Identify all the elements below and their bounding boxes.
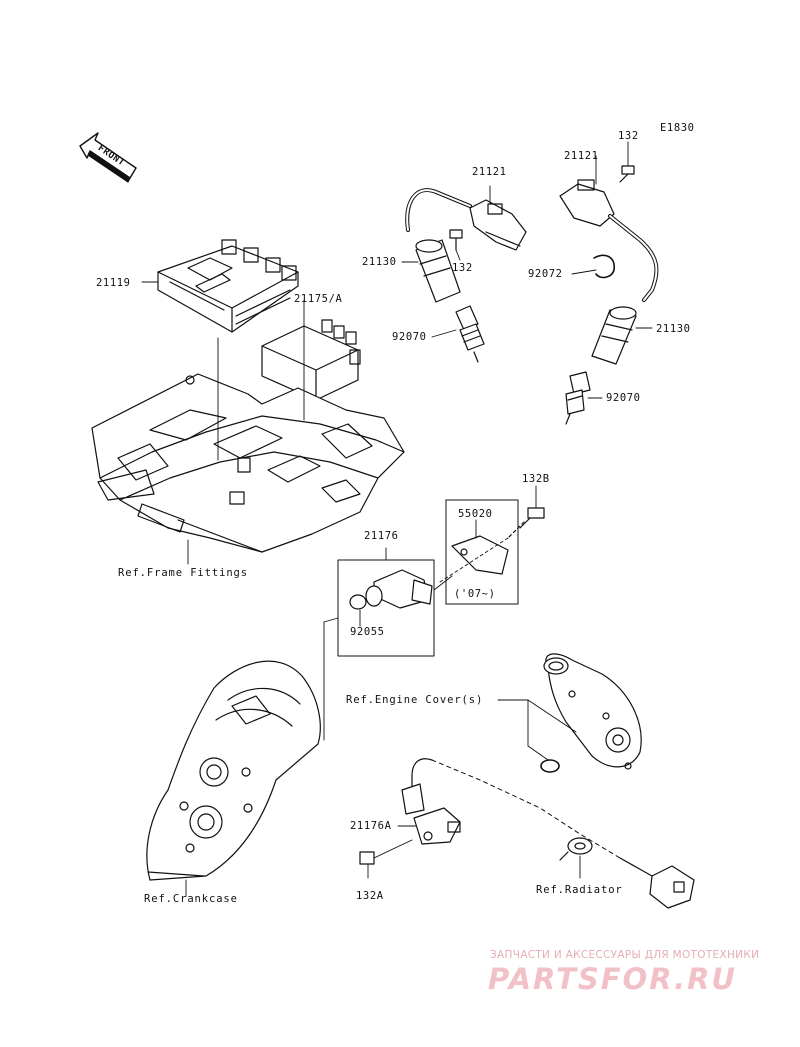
part-92070-right-label: 92070 — [606, 392, 641, 404]
electrical-tray-frame — [91, 373, 405, 553]
front-direction-arrow — [79, 132, 137, 183]
ignition-coil-left — [405, 188, 527, 251]
spark-plug-92070-right — [565, 371, 591, 425]
part-132b-label: 132B — [522, 473, 550, 485]
part-132-mid-label: 132 — [452, 262, 473, 274]
engine-cover — [497, 653, 642, 773]
ref-crankcase-label: Ref.Crankcase — [144, 893, 238, 905]
spark-plug-92070-left — [455, 305, 485, 363]
bolt-132b — [507, 485, 545, 539]
ref-engine-cover-label: Ref.Engine Cover(s) — [346, 694, 484, 706]
part-21176-label: 21176 — [364, 530, 399, 542]
watermark-brand: PARTSFOR.RU — [488, 962, 737, 996]
part-92070-left-label: 92070 — [392, 331, 427, 343]
sensor-21176a — [397, 758, 621, 859]
bolt-132-mid — [449, 229, 463, 251]
part-92055-label: 92055 — [350, 626, 385, 638]
bolt-132-top — [619, 165, 635, 183]
bracket-55020-group — [445, 499, 519, 605]
plug-cap-21130-left — [415, 239, 461, 303]
year-note-label: ('07~) — [454, 588, 496, 600]
clamp-92072 — [593, 254, 615, 279]
ignition-coil-right — [559, 179, 659, 302]
part-21175a-label: 21175/A — [294, 293, 343, 305]
part-21130-right-label: 21130 — [656, 323, 691, 335]
part-132-top-label: 132 — [618, 130, 639, 142]
sensor-21176-group — [323, 547, 453, 741]
module-21175a — [261, 319, 361, 401]
part-21121-right-label: 21121 — [564, 150, 599, 162]
part-132a-label: 132A — [356, 890, 384, 902]
watermark-tagline: ЗАПЧАСТИ И АКСЕССУАРЫ ДЛЯ МОТОТЕХНИКИ — [490, 949, 760, 961]
part-92072-label: 92072 — [528, 268, 563, 280]
part-21176a-label: 21176A — [350, 820, 392, 832]
ref-frame-fittings-label: Ref.Frame Fittings — [118, 567, 248, 579]
part-21119-label: 21119 — [96, 277, 131, 289]
part-21130-left-label: 21130 — [362, 256, 397, 268]
plug-cap-21130-right — [591, 306, 637, 365]
diagram-code: E1830 — [660, 122, 695, 134]
part-55020-label: 55020 — [458, 508, 493, 520]
ref-radiator-label: Ref.Radiator — [536, 884, 623, 896]
ecu-unit-21119 — [157, 239, 299, 333]
part-21121-left-label: 21121 — [472, 166, 507, 178]
bolt-132a — [359, 839, 413, 879]
radiator-clamp-and-connector — [559, 837, 695, 909]
crankcase-housing — [146, 660, 321, 897]
